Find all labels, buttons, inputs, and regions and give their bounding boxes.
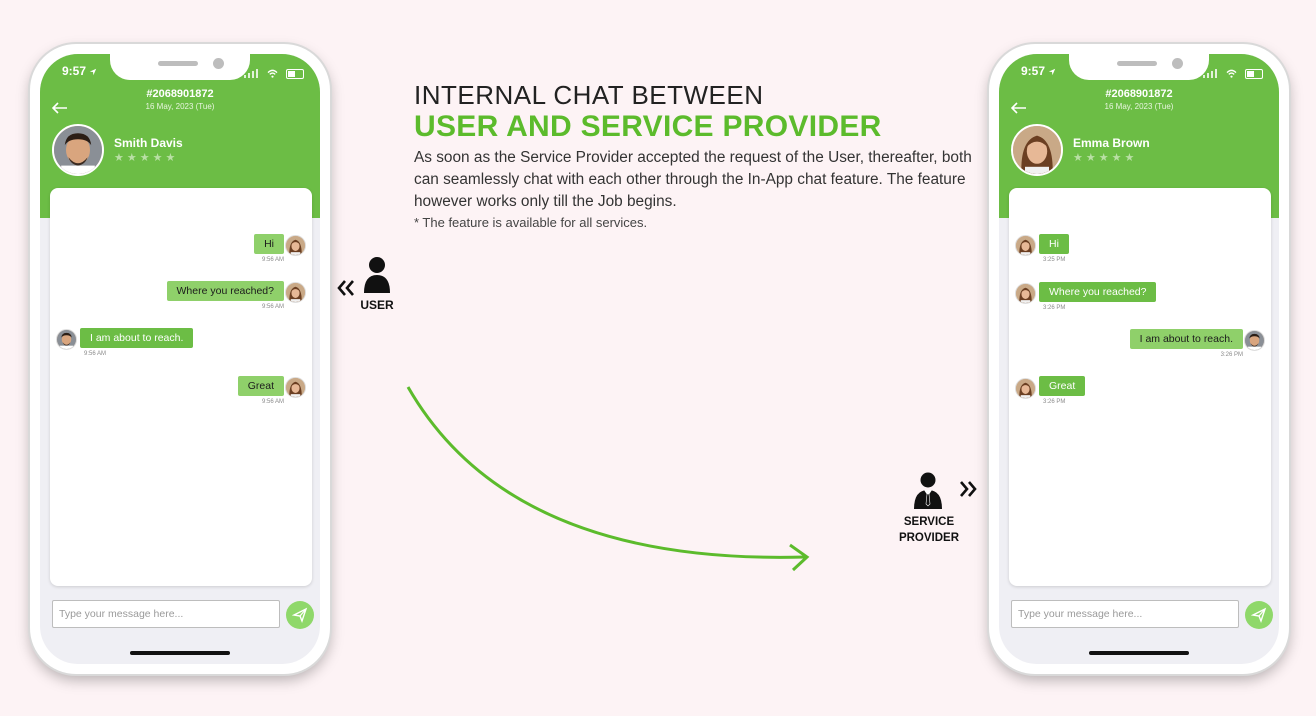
sender-avatar <box>1015 378 1036 399</box>
message-time: 3:26 PM <box>1043 399 1066 405</box>
arrow-left-icon <box>51 102 67 114</box>
arrow-left-icon <box>1010 102 1026 114</box>
user-label: USER <box>360 298 394 312</box>
message-bubble: I am about to reach. <box>1129 329 1243 349</box>
sender-avatar <box>1015 283 1036 304</box>
service-provider-label: SERVICE PROVIDER <box>898 516 960 544</box>
signal-icon <box>244 69 259 79</box>
message-time: 9:56 AM <box>261 399 284 405</box>
message-bubble: Hi <box>254 234 284 254</box>
status-icons <box>1203 65 1263 83</box>
send-button[interactable] <box>1245 601 1273 629</box>
order-id: #2068901872 <box>146 88 214 100</box>
headline-line-2: USER AND SERVICE PROVIDER <box>414 110 882 143</box>
contact-name: Smith Davis <box>114 136 183 150</box>
chat-message: Hi 3:25 PM <box>1039 234 1069 263</box>
double-chevron-right-icon <box>960 481 977 497</box>
message-time: 9:56 AM <box>84 351 107 357</box>
chat-message: I am about to reach. 3:26 PM <box>1129 329 1243 358</box>
chat-message: Great 9:56 AM <box>237 376 284 405</box>
wifi-icon <box>1226 69 1237 78</box>
businessman-icon <box>914 472 942 509</box>
message-bubble: Great <box>1039 376 1086 396</box>
phone-right-screen: 9:57 #2068901872 16 May, 2023 (Tue) Emma… <box>999 54 1279 664</box>
rating-stars: ★★★★★ <box>1073 152 1138 164</box>
curved-arrow-icon <box>406 386 810 572</box>
phone-left: 9:57 #2068901872 16 May, 2023 (Tue) Smit… <box>30 44 330 674</box>
home-indicator <box>130 651 230 655</box>
person-icon <box>364 257 390 293</box>
back-button[interactable] <box>51 98 68 119</box>
chat-message: Great 3:26 PM <box>1039 376 1086 405</box>
order-date: 16 May, 2023 (Tue) <box>1104 102 1174 111</box>
phone-notch <box>110 54 250 80</box>
chat-message: Hi 9:56 AM <box>254 234 284 263</box>
rating-stars: ★★★★★ <box>114 152 179 164</box>
message-bubble: Where you reached? <box>166 281 284 301</box>
description-text: As soon as the Service Provider accepted… <box>414 149 972 210</box>
contact-name: Emma Brown <box>1073 136 1150 150</box>
sender-avatar <box>285 235 306 256</box>
message-bubble: I am about to reach. <box>80 328 194 348</box>
message-time: 3:26 PM <box>1043 305 1066 311</box>
order-id: #2068901872 <box>1105 88 1173 100</box>
message-bubble: Where you reached? <box>1039 282 1157 302</box>
paper-plane-icon <box>291 607 308 624</box>
chat-message: Where you reached? 3:26 PM <box>1039 282 1157 311</box>
message-bubble: Hi <box>1039 234 1069 254</box>
feature-note: * The feature is available for all servi… <box>414 215 648 230</box>
double-chevron-left-icon <box>337 280 354 296</box>
contact-avatar <box>1011 124 1063 176</box>
order-date: 16 May, 2023 (Tue) <box>145 102 215 111</box>
contact-avatar <box>52 124 104 176</box>
sender-avatar <box>285 377 306 398</box>
sender-avatar <box>1244 330 1265 351</box>
wifi-icon <box>267 69 278 78</box>
location-arrow-icon <box>90 68 97 76</box>
chat-message: Where you reached? 9:56 AM <box>166 281 284 310</box>
headline-line-1: INTERNAL CHAT BETWEEN <box>414 80 764 110</box>
battery-icon <box>1245 68 1263 79</box>
send-button[interactable] <box>286 601 314 629</box>
chat-messages: Hi 9:56 AM Where you reached? 9:56 AM I … <box>50 188 312 586</box>
phone-notch <box>1069 54 1209 80</box>
status-time: 9:57 <box>62 64 97 78</box>
message-time: 3:25 PM <box>1043 257 1066 263</box>
phone-right: 9:57 #2068901872 16 May, 2023 (Tue) Emma… <box>989 44 1289 674</box>
back-button[interactable] <box>1010 98 1027 119</box>
sender-avatar <box>56 329 77 350</box>
message-time: 9:56 AM <box>261 257 284 263</box>
message-bubble: Great <box>237 376 284 396</box>
home-indicator <box>1089 651 1189 655</box>
chat-message: I am about to reach. 9:56 AM <box>80 328 194 357</box>
message-input[interactable] <box>52 600 280 628</box>
status-time: 9:57 <box>1021 64 1056 78</box>
paper-plane-icon <box>1250 607 1267 624</box>
status-icons <box>244 65 304 83</box>
message-input[interactable] <box>1011 600 1239 628</box>
battery-icon <box>286 68 304 79</box>
chat-messages: Hi 3:25 PM Where you reached? 3:26 PM I … <box>1009 188 1271 586</box>
signal-icon <box>1203 69 1218 79</box>
message-time: 9:56 AM <box>261 304 284 310</box>
sender-avatar <box>285 282 306 303</box>
message-time: 3:26 PM <box>1220 352 1243 358</box>
phone-left-screen: 9:57 #2068901872 16 May, 2023 (Tue) Smit… <box>40 54 320 664</box>
location-arrow-icon <box>1049 68 1056 76</box>
sender-avatar <box>1015 235 1036 256</box>
